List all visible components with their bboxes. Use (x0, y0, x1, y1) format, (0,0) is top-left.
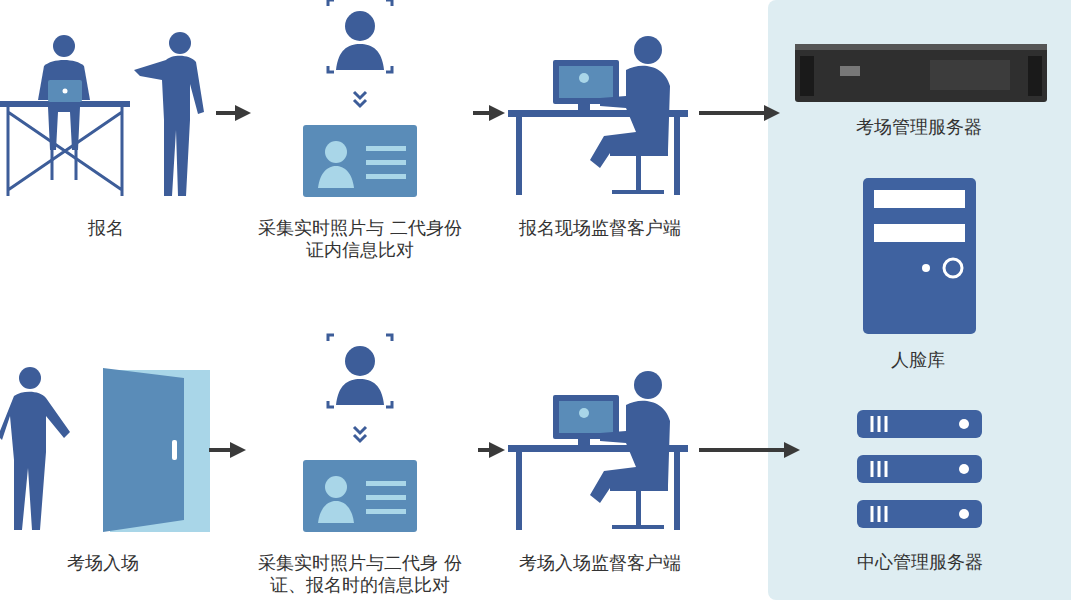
flow-arrow (216, 111, 247, 115)
illustration-part (48, 107, 80, 150)
illustration-part (53, 35, 75, 57)
illustration-part (0, 392, 70, 530)
illustration-part (48, 80, 82, 102)
step-caption: 报名现场监督客户端 (519, 217, 681, 239)
server-panel (768, 0, 1071, 600)
step-caption: 中心管理服务器 (857, 551, 983, 573)
flow-arrow (699, 448, 796, 452)
step-caption: 人脸库 (891, 349, 945, 371)
face-id-icon (303, 335, 417, 532)
illustration-part (872, 416, 886, 522)
illustration-part (8, 107, 122, 196)
illustration-part (944, 259, 962, 277)
illustration-part (63, 89, 68, 94)
illustration-part (959, 419, 969, 429)
illustration-part (169, 32, 191, 54)
step-caption: 采集实时照片与 二代身份证内信息比对 (251, 217, 469, 261)
illustration-part (930, 60, 1010, 90)
flow-arrow (209, 448, 242, 452)
tower-server (863, 178, 976, 334)
step-caption: 报名 (88, 217, 124, 239)
supervisor-figure (508, 36, 688, 195)
step-node: 报名现场监督客户端 (505, 30, 695, 245)
illustration-part (800, 56, 814, 96)
entry-figure (0, 367, 210, 532)
illustration-part (103, 368, 184, 532)
server-stack (857, 410, 982, 528)
illustration-part (52, 150, 76, 180)
illustration-part (959, 464, 969, 474)
step-caption: 采集实时照片与二代身 份证、报名时的信息比对 (246, 552, 474, 596)
step-node: 中心管理服务器 (800, 405, 1040, 579)
illustration-part (857, 500, 982, 528)
illustration-part (795, 44, 1047, 50)
illustration-part (19, 367, 41, 389)
step-caption: 考场入场 (67, 552, 139, 574)
illustration-part (1028, 56, 1042, 96)
illustration-part (134, 56, 204, 196)
illustration-part (857, 410, 982, 438)
flow-arrow (478, 448, 501, 452)
step-node: 人脸库 (840, 175, 995, 375)
registration-figure (0, 32, 204, 196)
illustration-part (863, 178, 976, 334)
supervisor-figure (508, 371, 688, 530)
step-node: 考场入场监督客户端 (505, 365, 695, 580)
step-caption: 考场入场监督客户端 (519, 552, 681, 574)
illustration-part (874, 224, 965, 242)
step-node: 报名 (0, 30, 212, 245)
step-caption: 考场管理服务器 (856, 116, 982, 138)
illustration-part (172, 440, 177, 460)
face-id-icon (303, 0, 417, 197)
illustration-part (857, 455, 982, 483)
flow-arrow (699, 111, 776, 115)
illustration-part (959, 509, 969, 519)
step-node: 采集实时照片与 二代身份证内信息比对 (251, 0, 469, 265)
illustration-part (840, 66, 860, 76)
illustration-part (874, 190, 965, 208)
flow-arrow (473, 111, 501, 115)
step-node: 采集实时照片与二代身 份证、报名时的信息比对 (246, 335, 474, 600)
step-node: 考场入场 (0, 365, 205, 580)
illustration-part (922, 264, 930, 272)
step-node: 考场管理服务器 (780, 35, 1058, 142)
illustration-part (795, 44, 1047, 102)
rack-server (795, 44, 1047, 102)
